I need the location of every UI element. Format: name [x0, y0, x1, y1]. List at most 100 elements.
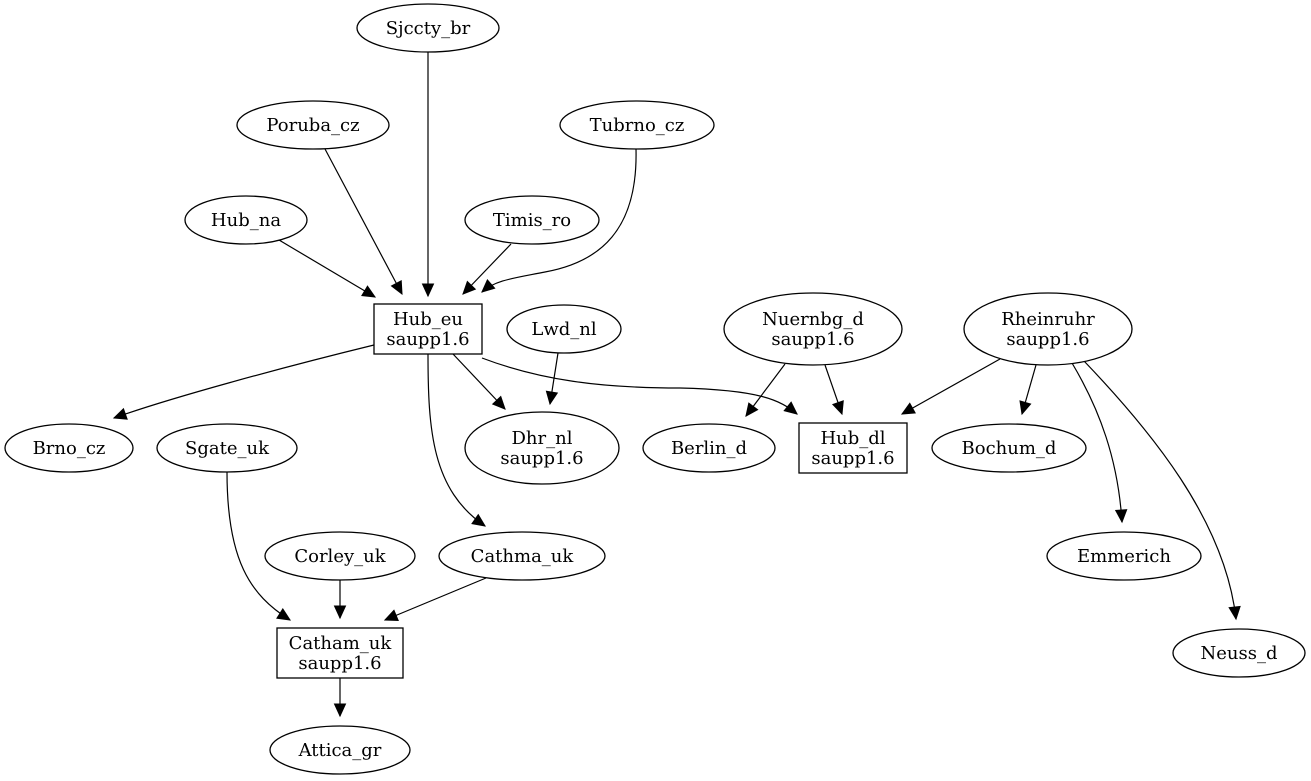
edge-poruba-cz-to-hub-eu-arrowhead [390, 280, 403, 296]
edge-hub-eu-to-hub-dl-arrowhead [783, 401, 798, 415]
node-catham-uk-label: Catham_uk [289, 633, 393, 654]
node-hub-eu-box [373, 303, 483, 355]
edge-rheinruhr-to-bochum-d [1019, 364, 1037, 416]
edge-tubrno-cz-to-hub-eu-line [481, 148, 637, 293]
node-sjccty-br-label: Sjccty_br [386, 18, 471, 39]
node-rheinruhr-ellipse [963, 292, 1133, 366]
node-lwd-nl-ellipse [506, 304, 622, 354]
edge-sjccty-br-to-hub-eu [421, 52, 435, 298]
node-attica-gr[interactable]: Attica_gr [269, 725, 411, 775]
edge-nuernbg-d-to-hub-dl [824, 364, 844, 416]
edge-poruba-cz-to-hub-eu [324, 148, 403, 296]
edge-hub-na-to-hub-eu [278, 239, 377, 298]
edge-hub-eu-to-cathma-uk [427, 353, 486, 527]
node-bochum-d-label: Bochum_d [962, 438, 1057, 459]
edge-rheinruhr-to-neuss-d [1083, 360, 1241, 621]
node-lwd-nl[interactable]: Lwd_nl [506, 304, 622, 354]
edge-hub-eu-to-hub-dl-line [481, 357, 798, 415]
edge-corley-uk-to-catham-uk-arrowhead [333, 605, 347, 620]
node-dhr-nl-sublabel: saupp1.6 [500, 448, 583, 469]
edge-catham-uk-to-attica-gr [333, 678, 347, 718]
edge-cathma-uk-to-catham-uk-line [384, 577, 487, 621]
node-timis-ro[interactable]: Timis_ro [464, 195, 600, 245]
node-bochum-d[interactable]: Bochum_d [931, 423, 1087, 473]
edge-nuernbg-d-to-berlin-d [745, 363, 786, 417]
edge-rheinruhr-to-neuss-d-arrowhead [1228, 605, 1241, 621]
edge-rheinruhr-to-emmerich-arrowhead [1114, 509, 1128, 524]
node-hub-na[interactable]: Hub_na [184, 195, 308, 245]
node-corley-uk-ellipse [264, 531, 416, 581]
node-corley-uk[interactable]: Corley_uk [264, 531, 416, 581]
edge-cathma-uk-to-catham-uk-arrowhead [383, 609, 399, 621]
node-brno-cz[interactable]: Brno_cz [4, 423, 134, 473]
edge-lwd-nl-to-dhr-nl-arrowhead [545, 390, 559, 406]
node-nuernbg-d-label: Nuernbg_d [762, 309, 864, 330]
edge-sjccty-br-to-hub-eu-arrowhead [421, 283, 435, 298]
node-hub-eu-sublabel: saupp1.6 [386, 329, 469, 350]
node-corley-uk-label: Corley_uk [294, 546, 386, 567]
edge-lwd-nl-to-dhr-nl [545, 352, 559, 406]
node-rheinruhr-sublabel: saupp1.6 [1006, 329, 1089, 350]
edge-hub-eu-to-brno-cz-arrowhead [112, 407, 128, 420]
edge-corley-uk-to-catham-uk [333, 580, 347, 620]
node-berlin-d-ellipse [642, 423, 776, 473]
node-hub-eu-label: Hub_eu [393, 309, 463, 330]
node-nuernbg-d-ellipse [723, 292, 903, 366]
edge-nuernbg-d-to-hub-dl-arrowhead [831, 400, 844, 416]
edge-timis-ro-to-hub-eu-arrowhead [462, 280, 477, 295]
node-tubrno-cz-label: Tubrno_cz [590, 115, 685, 136]
node-poruba-cz-label: Poruba_cz [266, 115, 359, 136]
node-emmerich-ellipse [1046, 531, 1202, 581]
node-attica-gr-ellipse [269, 725, 411, 775]
node-sgate-uk-label: Sgate_uk [185, 438, 270, 459]
node-berlin-d-label: Berlin_d [671, 438, 747, 459]
edge-rheinruhr-to-bochum-d-arrowhead [1019, 400, 1032, 416]
edge-sgate-uk-to-catham-uk-line [226, 471, 291, 621]
edge-hub-na-to-hub-eu-line [278, 239, 376, 298]
node-cathma-uk-label: Cathma_uk [471, 546, 575, 567]
edge-hub-eu-to-brno-cz [112, 344, 375, 420]
node-poruba-cz[interactable]: Poruba_cz [236, 100, 390, 150]
edge-rheinruhr-to-hub-dl-arrowhead [900, 402, 916, 415]
node-catham-uk-box [276, 627, 404, 679]
edge-hub-eu-to-dhr-nl [452, 353, 506, 410]
edge-rheinruhr-to-emmerich-line [1071, 362, 1123, 523]
edge-rheinruhr-to-hub-dl [900, 358, 1001, 415]
node-tubrno-cz[interactable]: Tubrno_cz [559, 100, 715, 150]
node-cathma-uk[interactable]: Cathma_uk [438, 531, 606, 581]
node-hub-dl-box [798, 422, 908, 474]
edge-rheinruhr-to-emmerich [1071, 362, 1128, 524]
graph-edges [112, 52, 1241, 718]
node-bochum-d-ellipse [931, 423, 1087, 473]
edge-tubrno-cz-to-hub-eu-arrowhead [481, 279, 496, 293]
edge-rheinruhr-to-neuss-d-line [1083, 360, 1237, 620]
node-hub-dl-sublabel: saupp1.6 [811, 448, 894, 469]
node-cathma-uk-ellipse [438, 531, 606, 581]
edge-poruba-cz-to-hub-eu-line [324, 148, 403, 295]
node-nuernbg-d-sublabel: saupp1.6 [771, 329, 854, 350]
node-neuss-d[interactable]: Neuss_d [1172, 628, 1306, 678]
node-dhr-nl-ellipse [464, 411, 620, 485]
edge-timis-ro-to-hub-eu [462, 243, 512, 295]
node-catham-uk-sublabel: saupp1.6 [298, 653, 381, 674]
edge-hub-eu-to-hub-dl [481, 357, 798, 415]
edge-hub-eu-to-dhr-nl-arrowhead [491, 395, 506, 410]
node-sgate-uk[interactable]: Sgate_uk [156, 423, 298, 473]
edge-nuernbg-d-to-berlin-d-arrowhead [745, 402, 759, 417]
node-dhr-nl-label: Dhr_nl [512, 428, 573, 449]
node-neuss-d-ellipse [1172, 628, 1306, 678]
node-emmerich[interactable]: Emmerich [1046, 531, 1202, 581]
node-sjccty-br[interactable]: Sjccty_br [356, 3, 500, 53]
node-berlin-d[interactable]: Berlin_d [642, 423, 776, 473]
node-timis-ro-ellipse [464, 195, 600, 245]
edge-cathma-uk-to-catham-uk [383, 577, 487, 621]
edge-tubrno-cz-to-hub-eu [481, 148, 637, 293]
node-brno-cz-ellipse [4, 423, 134, 473]
